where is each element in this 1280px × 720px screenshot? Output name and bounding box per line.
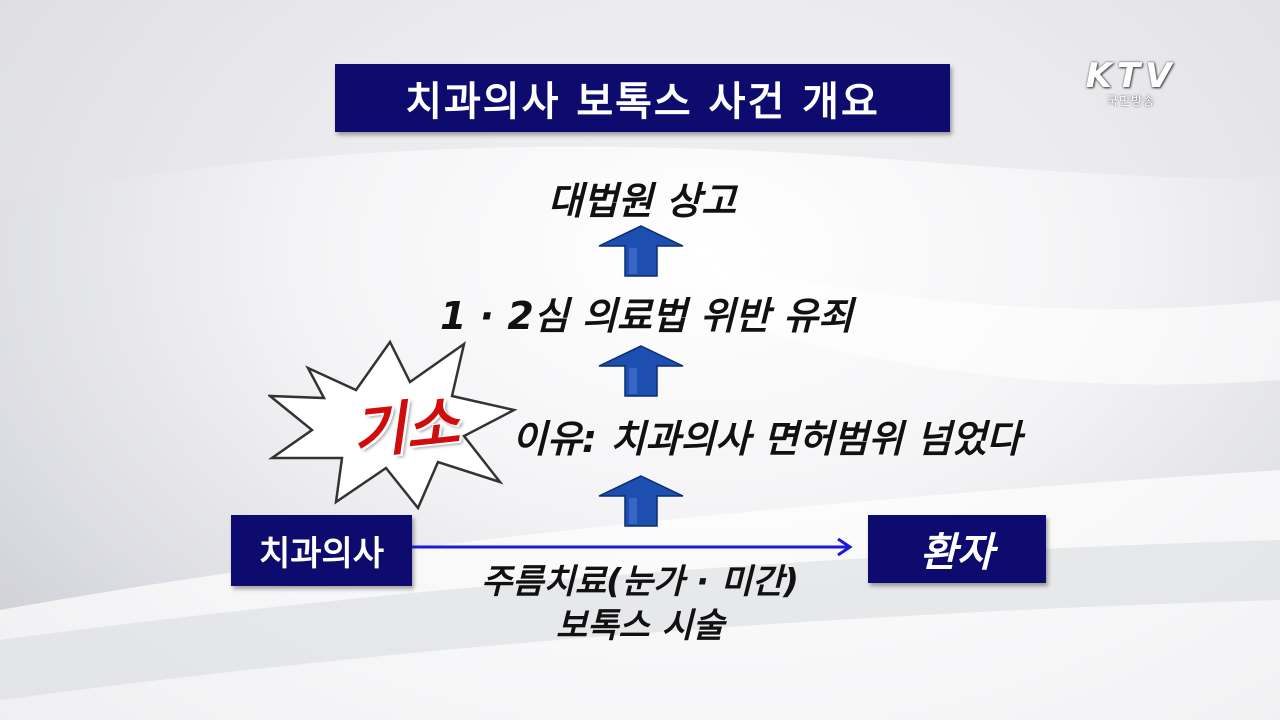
patient-box: 환자 [868, 515, 1046, 583]
treatment-line-botox: 보톡스 시술 [555, 606, 725, 646]
treatment-line-wrinkle: 주름치료(눈가 · 미간) [481, 562, 799, 602]
up-arrow-icon [598, 345, 684, 397]
explosion-burst-icon [268, 339, 518, 510]
step-supreme-court-appeal: 대법원 상고 [548, 179, 737, 223]
dentist-box: 치과의사 [231, 515, 412, 586]
step-lower-court-verdict: 1 · 2심 의료법 위반 유죄 [440, 294, 854, 338]
step-indictment-reason: 이유: 치과의사 면허범위 넘었다 [512, 417, 1022, 461]
up-arrow-icon [598, 225, 684, 277]
logo-subtitle: 국민방송 [1106, 94, 1156, 108]
broadcaster-logo: KTV 국민방송 [1066, 58, 1196, 108]
treatment-description: 주름치료(눈가 · 미간) 보톡스 시술 [430, 560, 850, 648]
logo-wordmark: KTV [1085, 56, 1177, 96]
indictment-label: 기소 [348, 388, 463, 468]
right-arrow-icon [412, 537, 853, 557]
up-arrow-icon [598, 475, 684, 527]
diagram-title: 치과의사 보톡스 사건 개요 [335, 64, 950, 132]
